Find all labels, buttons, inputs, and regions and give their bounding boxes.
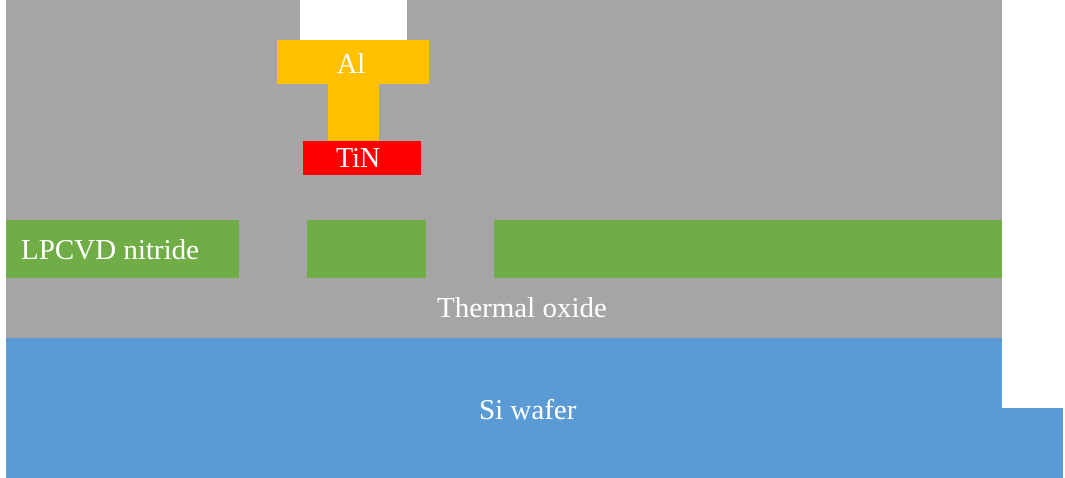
nitride-segment-right xyxy=(494,220,1002,278)
thermal-oxide-label: Thermal oxide xyxy=(437,292,607,324)
nitride-label: LPCVD nitride xyxy=(21,234,200,266)
si-wafer-extension xyxy=(1002,408,1063,478)
al-stem xyxy=(328,84,379,141)
nitride-segment-left xyxy=(6,220,239,278)
si-wafer-main xyxy=(6,338,1002,478)
oxide-layer xyxy=(6,0,1002,338)
si-wafer-label: Si wafer xyxy=(479,394,577,426)
tin-label: TiN xyxy=(336,143,381,174)
top-opening xyxy=(300,0,407,40)
al-top-bar xyxy=(277,40,429,84)
nitride-segment-middle xyxy=(307,220,426,278)
al-label: Al xyxy=(337,49,365,80)
tin-layer xyxy=(303,141,421,175)
